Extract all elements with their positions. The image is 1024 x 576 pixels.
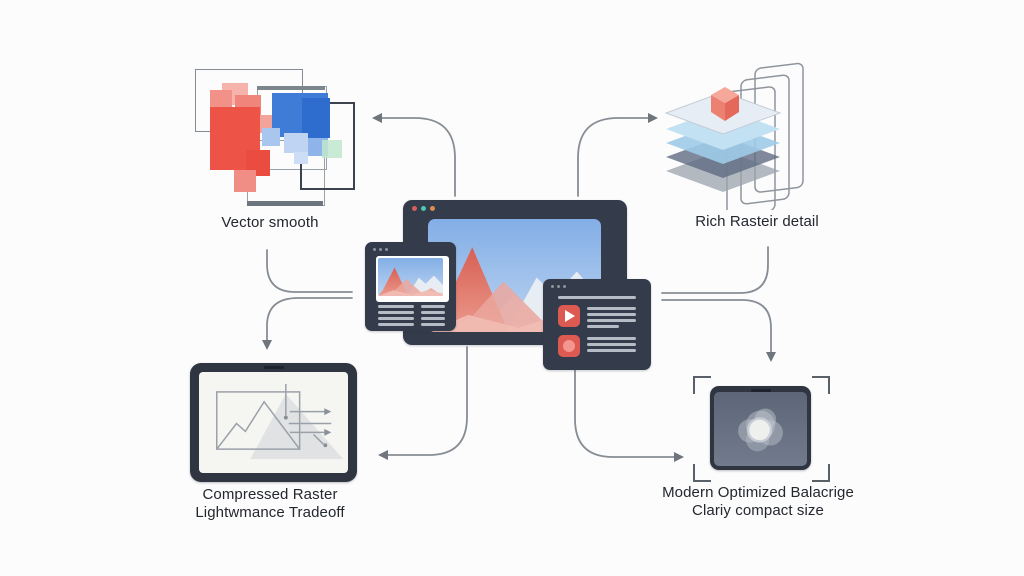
blur-blob-icon: [738, 408, 783, 452]
image-tile: [558, 335, 580, 357]
mini-browser-window: [365, 242, 456, 331]
window-controls: [551, 285, 566, 288]
line-top-left-to-center: [266, 249, 353, 293]
video-tile: [558, 305, 580, 327]
text-placeholder-line: [587, 307, 636, 310]
cube-icon: [711, 87, 739, 121]
window-dot-orange-icon: [430, 206, 435, 211]
text-placeholder-line: [421, 311, 445, 314]
window-controls: [373, 248, 388, 251]
label-rich-raster-detail: Rich Rasteir detail: [695, 213, 819, 230]
window-dot-teal-icon: [421, 206, 426, 211]
line-top-right-to-center: [661, 246, 769, 294]
arrow-center-to-top-right: [577, 117, 649, 197]
text-placeholder-line: [378, 305, 414, 308]
landscape-thumbnail: [376, 256, 449, 302]
text-placeholder-line: [587, 337, 636, 340]
window-dot-icon: [379, 248, 382, 251]
text-placeholder-line: [587, 325, 619, 328]
pixel-square-blue: [284, 133, 308, 153]
pixel-square-blue: [302, 98, 330, 138]
tablet-photo: [710, 386, 811, 470]
text-placeholder-line: [587, 319, 636, 322]
text-placeholder-line: [378, 323, 414, 326]
text-placeholder-line: [587, 313, 636, 316]
text-placeholder-line: [421, 323, 445, 326]
text-placeholder-line: [587, 349, 636, 352]
label-modern-optimized: Modern Optimized Balacrige Clariy compac…: [662, 484, 854, 519]
window-dot-icon: [373, 248, 376, 251]
window-controls: [412, 206, 435, 211]
vector-collage: [190, 60, 365, 215]
record-icon: [563, 340, 575, 352]
text-placeholder-line: [421, 317, 445, 320]
label-compressed-raster: Compressed Raster Lightwmance Tradeoff: [195, 486, 345, 521]
text-placeholder-line: [378, 317, 414, 320]
arrow-center-to-bottom-left-mid: [266, 297, 353, 341]
text-placeholder-line: [587, 343, 636, 346]
window-dot-icon: [551, 285, 554, 288]
window-dot-icon: [563, 285, 566, 288]
mountain-silhouette: [250, 393, 344, 460]
crop-bracket-icon: [812, 464, 830, 482]
arrow-center-to-bottom-left: [387, 346, 468, 456]
tablet-chart-screen: [199, 372, 348, 473]
window-dot-icon: [385, 248, 388, 251]
crop-bracket-icon: [693, 464, 711, 482]
pixel-square-green: [322, 140, 342, 158]
label-vector-smooth: Vector smooth: [221, 214, 319, 231]
crop-bracket-icon: [812, 376, 830, 394]
window-dot-red-icon: [412, 206, 417, 211]
arrow-center-to-bottom-right-mid: [661, 299, 772, 353]
arrow-center-to-bottom-right: [574, 346, 675, 458]
tablet-photo-screen: [714, 392, 807, 466]
play-icon: [565, 310, 575, 322]
media-list-window: [543, 279, 651, 370]
layer-stack-icon: [664, 62, 804, 210]
camera-notch: [263, 366, 284, 369]
text-placeholder-line: [378, 311, 414, 314]
tablet-chart: [190, 363, 357, 482]
pixel-square-blue: [294, 152, 308, 164]
pixel-square-red: [234, 170, 256, 192]
arrow-center-to-top-left: [381, 117, 456, 197]
window-dot-icon: [557, 285, 560, 288]
pixel-square-red: [210, 90, 232, 110]
mountain-chart-icon: [216, 384, 332, 450]
camera-notch: [750, 389, 771, 392]
crop-bracket-icon: [693, 376, 711, 394]
pixel-square-blue: [262, 128, 280, 146]
text-placeholder-line: [421, 305, 445, 308]
arrowheads: [262, 113, 776, 462]
text-placeholder-line: [558, 296, 636, 299]
